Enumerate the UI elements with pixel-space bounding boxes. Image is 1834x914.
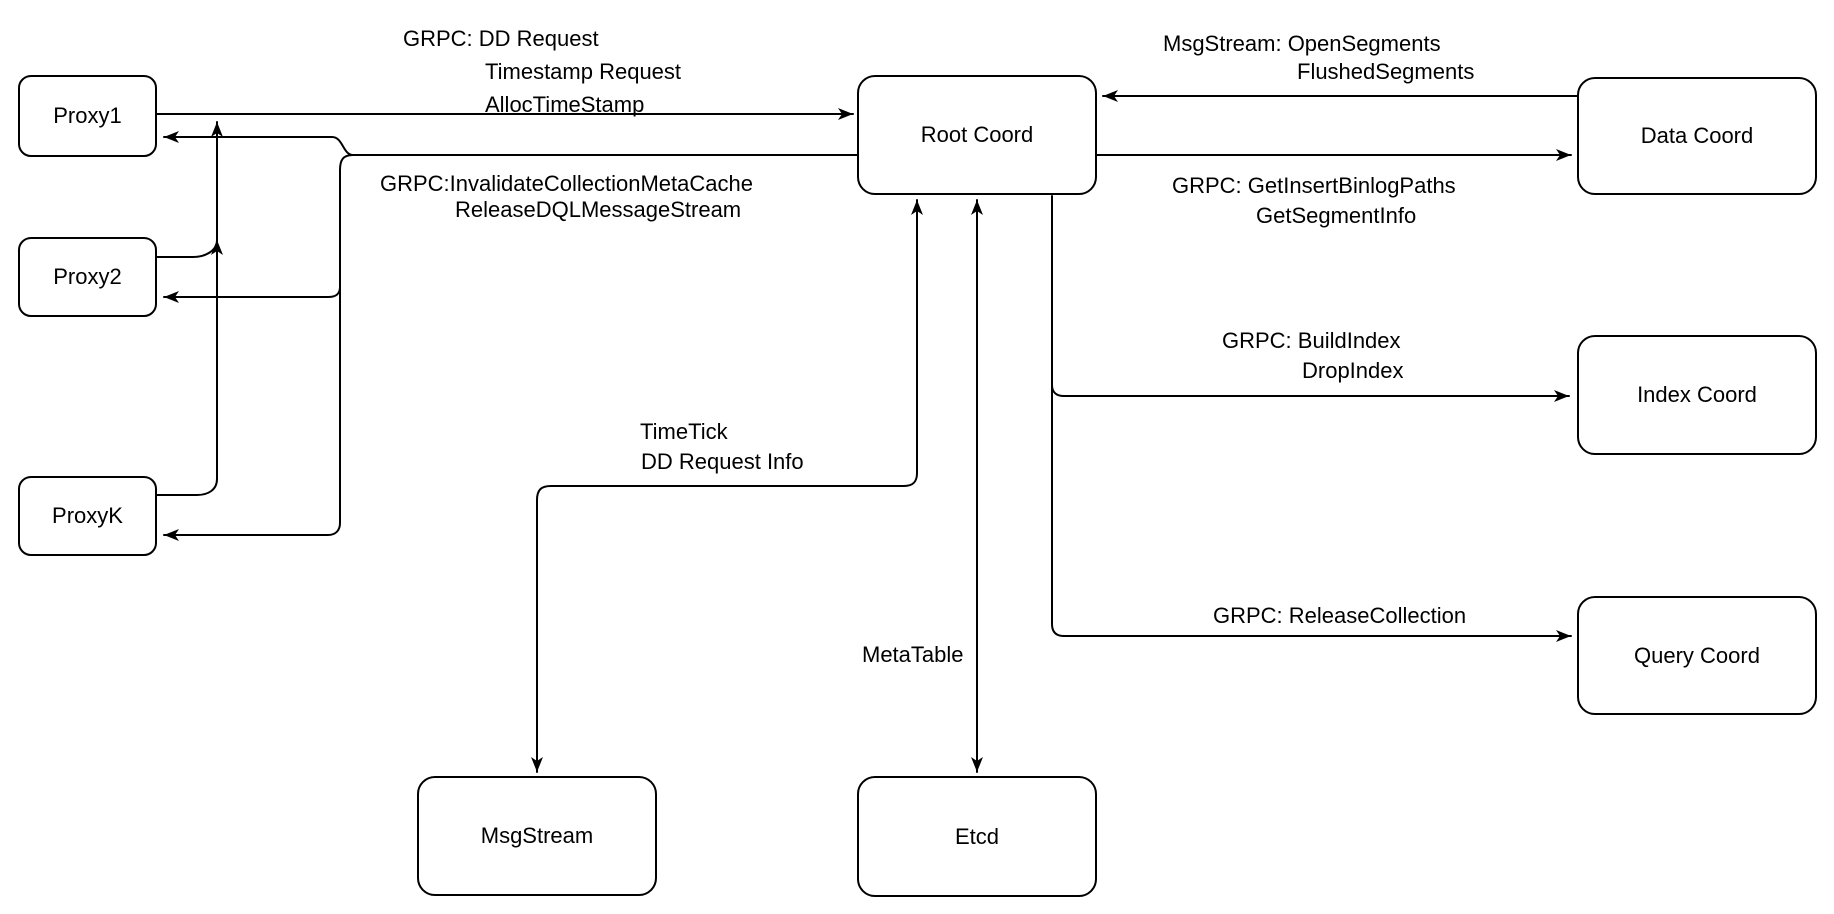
edge-label-root-msgstream-line2: DD Request Info (641, 449, 804, 474)
edge-root-to-index (1051, 384, 1570, 402)
node-msgstream-label: MsgStream (480, 823, 594, 848)
node-query-coord: Query Coord (1577, 596, 1817, 715)
node-msgstream: MsgStream (417, 776, 657, 896)
edge-label-root-to-index-line1: GRPC: BuildIndex (1222, 328, 1401, 353)
edge-proxyk-trunk (156, 121, 223, 496)
edge-label-proxy-to-root-line1: GRPC: DD Request (403, 26, 599, 51)
edge-label-root-to-data-line1: GRPC: GetInsertBinlogPaths (1172, 173, 1456, 198)
edge-root-msgstream (531, 199, 923, 773)
edge-root-to-proxyk (163, 154, 354, 541)
edge-label-root-to-index-line2: DropIndex (1302, 358, 1404, 383)
node-proxy2: Proxy2 (18, 237, 157, 317)
edge-proxy2-trunk (156, 239, 223, 258)
edge-root-to-query (1051, 195, 1572, 642)
edge-label-root-msgstream-line1: TimeTick (640, 419, 728, 444)
node-query-coord-label: Query Coord (1634, 642, 1760, 668)
node-root-coord: Root Coord (857, 75, 1097, 195)
node-root-coord-label: Root Coord (920, 122, 1034, 147)
node-etcd-label: Etcd (954, 823, 1000, 849)
node-index-coord-label: Index Coord (1637, 382, 1757, 407)
node-proxy2-label: Proxy2 (53, 264, 122, 289)
node-proxyk: ProxyK (18, 476, 157, 556)
node-data-coord-label: Data Coord (1640, 123, 1754, 148)
edge-label-data-to-root-line2: FlushedSegments (1297, 59, 1475, 84)
node-proxyk-label: ProxyK (52, 503, 123, 528)
edge-label-root-to-query: GRPC: ReleaseCollection (1213, 603, 1467, 628)
edge-label-proxy-to-root-line3: AllocTimeStamp (485, 92, 645, 117)
edge-label-proxy-to-root-line2: Timestamp Request (485, 59, 682, 84)
node-proxy1: Proxy1 (18, 75, 157, 157)
node-etcd: Etcd (857, 776, 1097, 897)
edge-label-root-etcd: MetaTable (862, 642, 964, 667)
edge-label-data-to-root-line1: MsgStream: OpenSegments (1163, 31, 1441, 56)
edge-label-root-to-proxy-line1: GRPC:InvalidateCollectionMetaCache (380, 171, 753, 196)
edge-root-to-proxy1 (163, 131, 858, 156)
node-proxy1-label: Proxy1 (53, 103, 122, 128)
edge-root-to-proxy2 (163, 286, 341, 303)
edge-label-root-to-proxy-line2: ReleaseDQLMessageStream (455, 197, 742, 222)
edge-label-root-to-data-line2: GetSegmentInfo (1256, 203, 1417, 228)
node-data-coord: Data Coord (1577, 77, 1817, 195)
node-index-coord: Index Coord (1577, 335, 1817, 455)
